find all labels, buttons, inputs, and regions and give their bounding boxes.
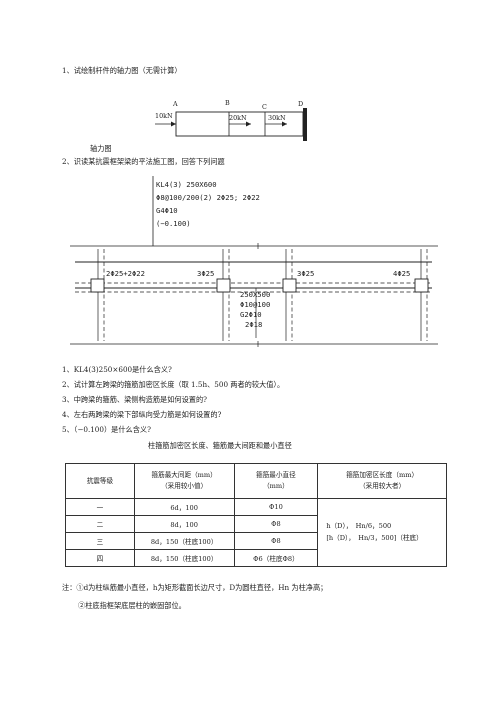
sub-question-3: 3、中跨梁的箍筋、梁侧构造筋是如何设置的? xyxy=(62,395,207,404)
support-rebar-left: 2Φ25+2Φ22 xyxy=(106,269,145,278)
point-c-label: C xyxy=(262,103,267,111)
point-d-label: D xyxy=(298,100,304,108)
column-3 xyxy=(282,278,297,293)
beam-annotation-line-1: KL4(3) 250X600 xyxy=(156,180,217,189)
table-row: 一 6d，100 Φ10 h（D）， Hn/6，500[h（D）， Hn/3，5… xyxy=(65,498,447,567)
support-rebar-mid-left: 3Φ25 xyxy=(197,269,215,278)
row-grade: 一 xyxy=(65,498,135,516)
axial-diagram-caption: 轴力图 xyxy=(90,144,112,153)
mid-span-annotation-2: Φ10@100 xyxy=(240,300,271,309)
fixed-support xyxy=(303,108,307,141)
mid-span-annotation-1: 250X500 xyxy=(240,290,271,299)
row-diameter: Φ10 xyxy=(233,498,319,516)
header-spacing: 箍筋最大间距（mm）（采用较小值） xyxy=(133,463,235,499)
mid-span-annotation-4: 2Φ18 xyxy=(245,320,263,329)
row-diameter: Φ8 xyxy=(233,532,319,550)
beam-annotation-line-4: (−0.100) xyxy=(156,219,191,228)
row-grade: 三 xyxy=(65,532,135,550)
row-spacing: 8d，100 xyxy=(133,515,235,533)
sub-question-5: 5、（−0.100）是什么含义? xyxy=(62,425,151,434)
load-30kn-label: 30kN xyxy=(268,114,286,122)
column-stirrup-table: 抗震等级 箍筋最大间距（mm）（采用较小值） 箍筋最小直径（mm） 箍筋加密区长… xyxy=(65,463,447,567)
sub-question-2: 2、试计算左跨梁的箍筋加密区长度（取 1.5h、500 两者的较大值）。 xyxy=(62,380,285,389)
table-title: 柱箍筋加密区长度、箍筋最大间距和最小直径 xyxy=(148,441,292,450)
column-4 xyxy=(414,278,429,293)
row-spacing: 8d，150（柱底100） xyxy=(133,532,235,550)
note-1: 注：①d为柱纵筋最小直径，h为矩形截面长边尺寸，D为圆柱直径，Hn 为柱净高； xyxy=(62,583,328,592)
table-row: 二 8d，100 Φ8 xyxy=(65,515,447,533)
support-rebar-mid-right: 3Φ25 xyxy=(297,269,315,278)
load-20kn-label: 20kN xyxy=(229,114,247,122)
row-spacing: 6d，100 xyxy=(133,498,235,516)
row-grade: 二 xyxy=(65,515,135,533)
sub-question-1: 1、KL4(3)250×600是什么含义? xyxy=(62,365,172,374)
dense-length-cell: h（D）， Hn/6，500[h（D）， Hn/3，500]（柱底） xyxy=(317,498,447,567)
table-header-row: 抗震等级 箍筋最大间距（mm）（采用较小值） 箍筋最小直径（mm） 箍筋加密区长… xyxy=(65,463,447,499)
beam-annotation-line-3: G4Φ10 xyxy=(156,206,178,215)
sub-question-4: 4、左右两跨梁的梁下部纵向受力筋是如何设置的? xyxy=(62,410,222,419)
row-diameter: Φ6（柱底Φ8） xyxy=(233,549,319,567)
column-2 xyxy=(216,278,231,293)
header-grade: 抗震等级 xyxy=(65,463,135,499)
table-row: 四 8d，150（柱底100） Φ6（柱底Φ8） xyxy=(65,549,447,567)
row-spacing: 8d，150（柱底100） xyxy=(133,549,235,567)
question-2-title: 2、识读某抗震框架梁的平法施工图，回答下列问题 xyxy=(62,157,225,166)
header-dense-length: 箍筋加密区长度（mm）（采用较大者） xyxy=(317,463,447,499)
row-grade: 四 xyxy=(65,549,135,567)
column-1 xyxy=(90,278,105,293)
table-row: 三 8d，150（柱底100） Φ8 xyxy=(65,532,447,550)
header-diameter: 箍筋最小直径（mm） xyxy=(233,463,319,499)
point-b-label: B xyxy=(225,99,230,107)
support-rebar-right: 4Φ25 xyxy=(393,269,411,278)
question-1-title: 1、试绘制杆件的轴力图（无需计算） xyxy=(62,66,182,75)
mid-span-annotation-3: G2Φ10 xyxy=(240,310,262,319)
load-10kn-label: 10kN xyxy=(155,112,173,120)
note-2: ②柱底指框架底层柱的嵌固部位。 xyxy=(78,601,186,610)
row-diameter: Φ8 xyxy=(233,515,319,533)
point-a-label: A xyxy=(173,100,178,108)
beam-annotation-line-2: Φ8@100/200(2) 2Φ25; 2Φ22 xyxy=(156,193,260,202)
